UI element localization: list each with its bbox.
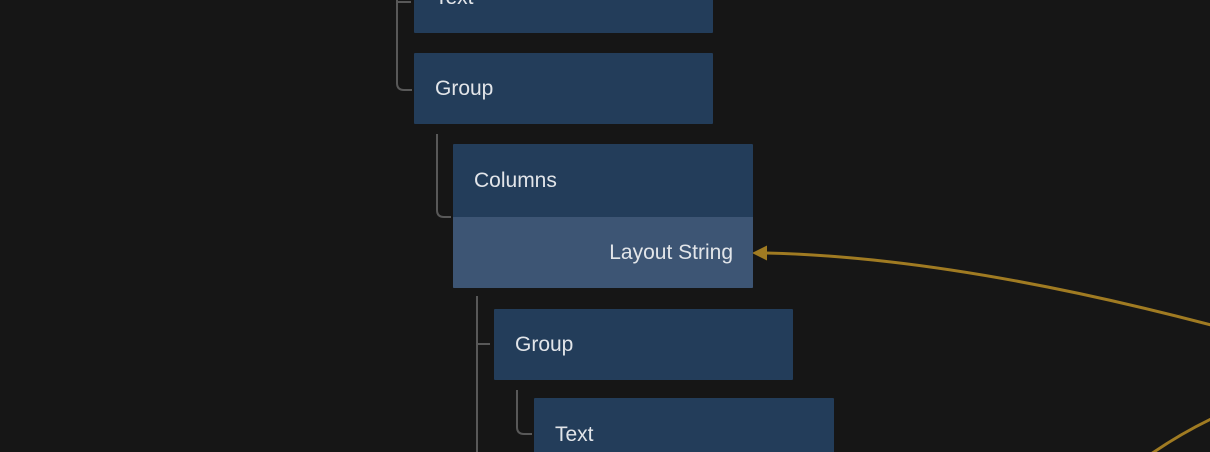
node-label: Text: [414, 0, 474, 8]
wire-bottom-right-curve[interactable]: [1151, 417, 1210, 452]
tree-node-text-top[interactable]: Text: [414, 0, 713, 33]
wire-to-layout-string[interactable]: [752, 245, 1210, 327]
node-label: Group: [515, 333, 574, 356]
tree-line-columns: [436, 134, 451, 218]
node-field-layout-string[interactable]: Layout String: [453, 217, 753, 288]
wire-bottom-right[interactable]: [1151, 417, 1210, 452]
wire-to-layout-string-curve[interactable]: [765, 251, 1210, 327]
tree-node-group-inner[interactable]: Group: [494, 309, 793, 380]
tree-line-bottom-text: [516, 390, 532, 435]
tree-node-group-top[interactable]: Group: [414, 53, 713, 124]
tree-node-columns[interactable]: Columns Layout String: [453, 144, 753, 288]
node-label: Text: [555, 422, 594, 446]
field-label: Layout String: [609, 241, 733, 264]
node-header-columns[interactable]: Columns: [453, 144, 753, 217]
node-label: Group: [435, 77, 494, 100]
tree-line-top-group: [396, 0, 412, 91]
node-label: Columns: [474, 169, 557, 192]
tree-node-text-bottom[interactable]: Text: [534, 398, 834, 452]
wire-arrowhead-icon: [752, 245, 767, 261]
